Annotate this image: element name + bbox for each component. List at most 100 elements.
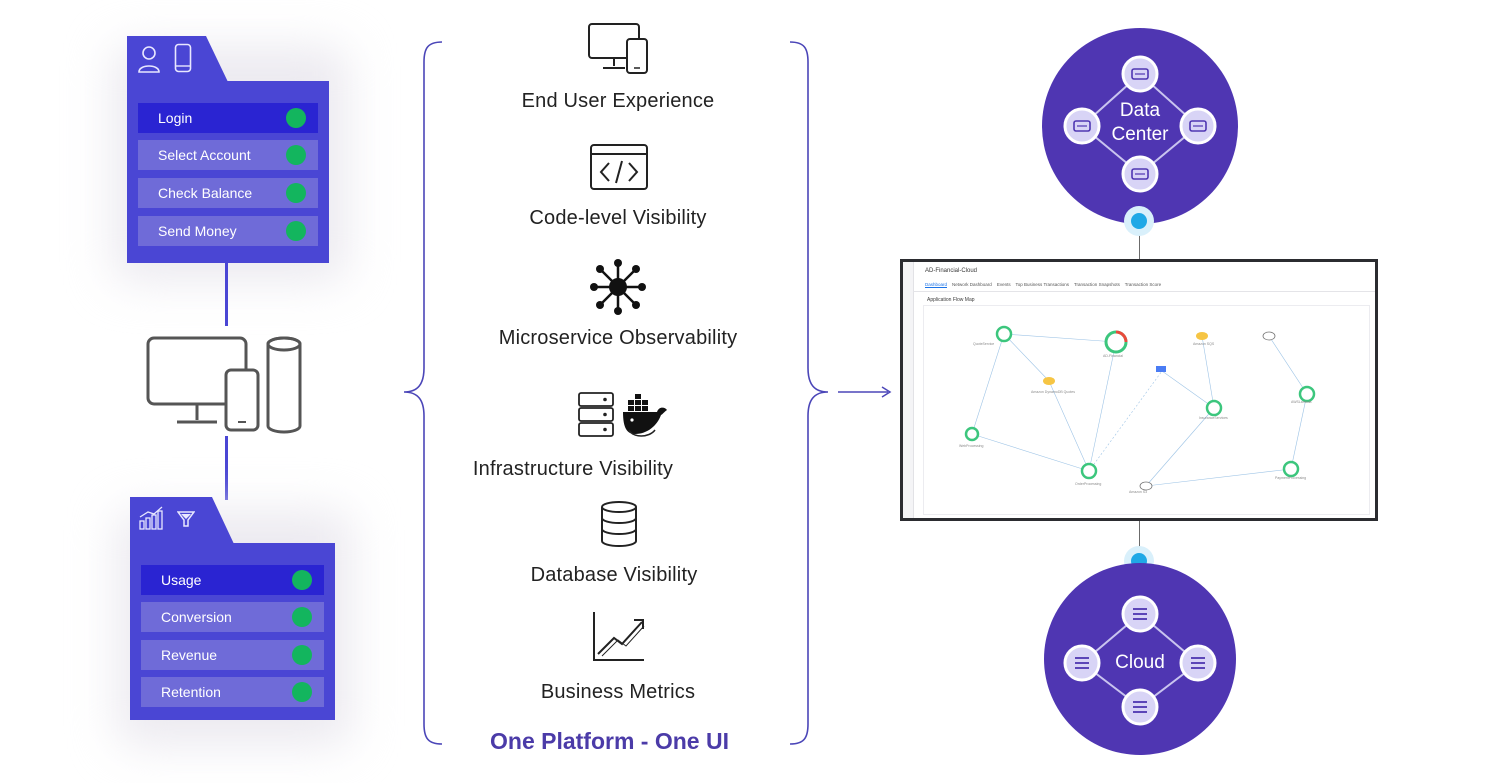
desktop-mobile-icon — [587, 22, 651, 79]
list-server-icon — [1121, 595, 1159, 633]
step-conversion[interactable]: Conversion — [141, 602, 324, 632]
dashboard-tab[interactable]: Dashboard — [925, 282, 948, 288]
server-icon — [1121, 55, 1159, 93]
node-label: Amazon S3 — [1129, 490, 1148, 494]
status-ok-dot — [292, 607, 312, 627]
step-check-balance[interactable]: Check Balance — [138, 178, 318, 208]
dashboard-tab[interactable]: Network Dashboard — [952, 282, 992, 287]
step-label: Check Balance — [158, 185, 253, 201]
user-card-tab — [127, 36, 206, 82]
status-ok-dot — [292, 682, 312, 702]
data-center-label: Data Center — [1100, 99, 1180, 147]
data-center-node — [1042, 28, 1238, 224]
data-center-label-line1: Data — [1119, 100, 1161, 121]
node-label: Amazon SQS — [1193, 342, 1215, 346]
code-window-icon — [589, 143, 649, 196]
step-label: Retention — [161, 684, 221, 700]
link-line-bottom — [1139, 521, 1140, 561]
backend-node — [1196, 332, 1208, 340]
node-label: OrderProcessing — [1075, 482, 1102, 486]
server-icon — [1179, 107, 1217, 145]
chart-icon — [138, 505, 164, 536]
step-revenue[interactable]: Revenue — [141, 640, 324, 670]
dashboard-tab[interactable]: Transaction Score — [1124, 282, 1162, 287]
list-server-icon — [1063, 644, 1101, 682]
service-node — [964, 426, 980, 442]
trend-chart-icon — [592, 610, 646, 669]
dashboard-view-title: Application Flow Map — [927, 297, 975, 303]
link-line-top — [1139, 221, 1140, 261]
step-select-account[interactable]: Select Account — [138, 140, 318, 170]
node-label: PaymentProcessing — [1275, 476, 1307, 480]
node-label: Amazon DynamoDB Quotes — [1031, 390, 1075, 394]
status-ok-dot — [292, 570, 312, 590]
status-ok-dot — [286, 221, 306, 241]
dashboard-tab[interactable]: Top Business Transactions — [1015, 282, 1070, 287]
step-usage[interactable]: Usage — [141, 565, 324, 595]
node-label: InsuranceServices — [1199, 416, 1228, 420]
service-node — [995, 325, 1013, 343]
step-label: Login — [158, 110, 193, 126]
cloud-node — [1044, 563, 1236, 755]
capability-label: Database Visibility — [530, 564, 698, 586]
step-label: Revenue — [161, 647, 218, 663]
connector-line-top — [225, 262, 228, 326]
node-label: AD-Financial — [1103, 354, 1124, 358]
database-icon — [599, 500, 639, 553]
capability-label: End User Experience — [521, 90, 715, 112]
arrow-right-icon — [838, 386, 892, 398]
step-send-money[interactable]: Send Money — [138, 216, 318, 246]
step-label: Usage — [161, 572, 202, 588]
backend-node — [1043, 377, 1055, 385]
node-label: WebProcessing — [959, 444, 984, 448]
node-label: QuoteService — [973, 342, 995, 346]
dashboard-screenshot: AD-Financial-Cloud Dashboard Network Das… — [900, 259, 1378, 521]
capability-label: Business Metrics — [540, 681, 696, 703]
backend-node — [1262, 331, 1276, 341]
service-node — [1282, 460, 1300, 478]
link-dot-top — [1124, 206, 1154, 236]
connector-line-bottom — [225, 436, 228, 500]
dashboard-tab[interactable]: Transaction Snapshots — [1073, 282, 1120, 287]
status-ok-dot — [286, 108, 306, 128]
list-server-icon — [1121, 688, 1159, 726]
service-node — [1104, 330, 1128, 354]
user-card-tab-slope — [200, 36, 228, 82]
right-brace — [789, 41, 829, 745]
dashboard-app-name: AD-Financial-Cloud — [925, 268, 978, 274]
flow-map-graph — [964, 325, 1316, 491]
step-login[interactable]: Login — [138, 103, 318, 133]
capability-label: Microservice Observability — [498, 327, 738, 349]
hub-network-icon — [589, 258, 647, 321]
dashboard-tabs: Dashboard Network Dashboard Events Top B… — [925, 282, 1161, 290]
platform-title: One Platform - One UI — [490, 728, 729, 754]
status-ok-dot — [286, 145, 306, 165]
server-icon — [1121, 155, 1159, 193]
step-label: Select Account — [158, 147, 251, 163]
dashboard-tab[interactable]: Events — [996, 282, 1011, 287]
cloud-label: Cloud — [1115, 652, 1165, 673]
capability-label: Infrastructure Visibility — [472, 458, 674, 480]
funnel-icon — [176, 510, 196, 533]
service-node — [1205, 399, 1223, 417]
mobile-icon — [174, 43, 192, 78]
user-icon — [137, 44, 161, 79]
dashboard-sidebar — [903, 262, 914, 518]
data-center-label-line2: Center — [1111, 124, 1169, 145]
server-icon — [1063, 107, 1101, 145]
backend-node — [1139, 481, 1153, 491]
list-server-icon — [1179, 644, 1217, 682]
backend-node — [1156, 366, 1166, 372]
status-ok-dot — [292, 645, 312, 665]
flow-map — [923, 305, 1370, 515]
step-label: Conversion — [161, 609, 232, 625]
left-brace — [403, 41, 443, 745]
business-card-tab-slope — [206, 497, 234, 544]
step-retention[interactable]: Retention — [141, 677, 324, 707]
server-docker-icon — [577, 390, 671, 445]
service-node — [1298, 385, 1316, 403]
service-node — [1080, 462, 1098, 480]
step-label: Send Money — [158, 223, 237, 239]
status-ok-dot — [286, 183, 306, 203]
devices-icon — [144, 334, 310, 439]
